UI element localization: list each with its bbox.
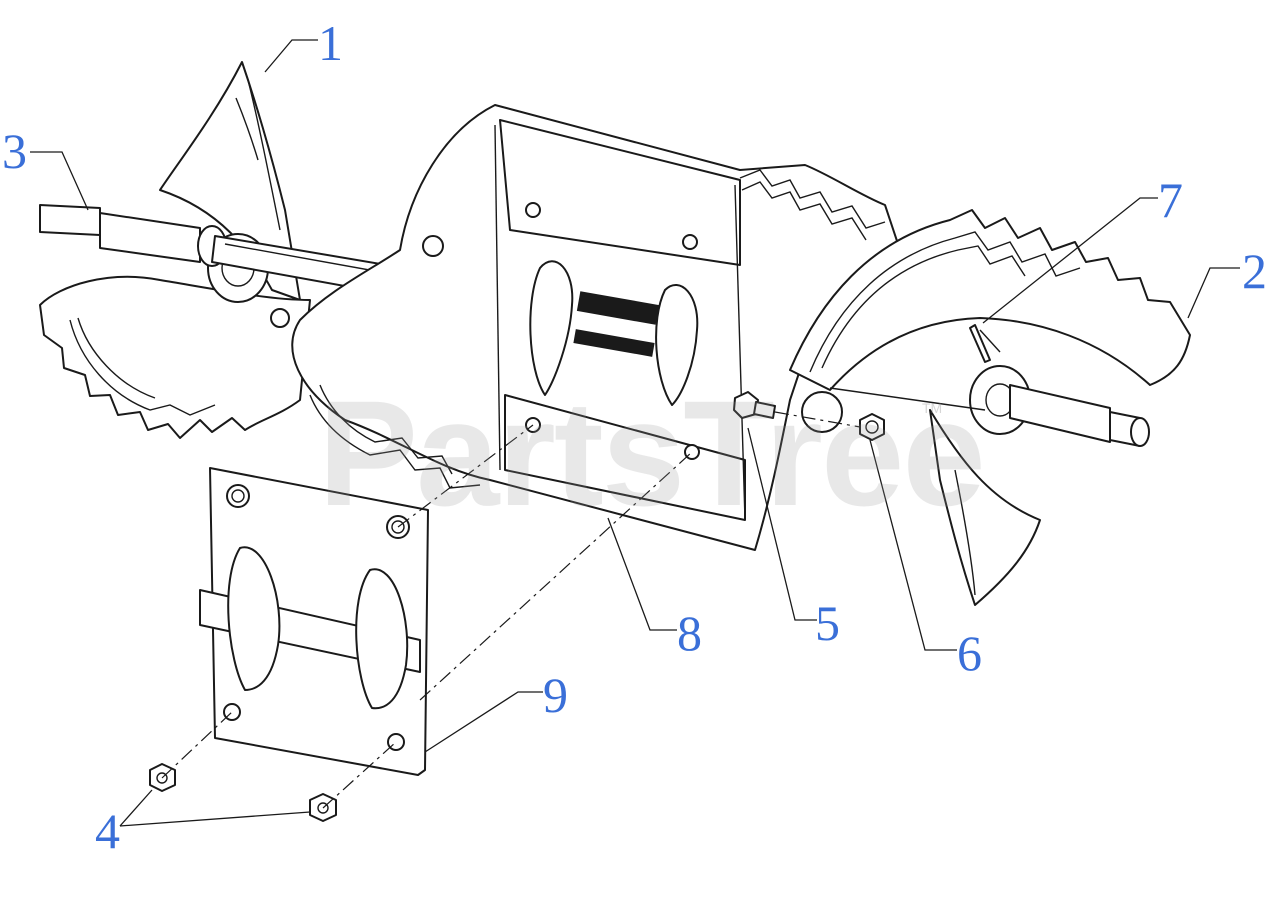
tine-hub-housing — [270, 104, 901, 551]
callout-3: 3 — [2, 123, 27, 179]
watermark-trademark: TM — [922, 400, 943, 416]
right-tine-assembly — [789, 209, 1191, 606]
hex-nut-6 — [859, 413, 885, 441]
callout-2: 2 — [1242, 243, 1267, 299]
watermark-text: PartsTree — [318, 369, 986, 537]
assembly-lines — [161, 411, 861, 809]
callout-leaders — [30, 39, 1240, 827]
callout-6: 6 — [957, 625, 982, 681]
callout-5: 5 — [815, 595, 840, 651]
callout-4: 4 — [95, 803, 120, 859]
callout-8: 8 — [677, 605, 702, 661]
callout-9: 9 — [543, 667, 568, 723]
callout-1: 1 — [318, 15, 343, 71]
callout-7: 7 — [1158, 172, 1183, 228]
cover-plate — [199, 467, 429, 776]
hairpin-clip-7 — [969, 324, 1001, 363]
